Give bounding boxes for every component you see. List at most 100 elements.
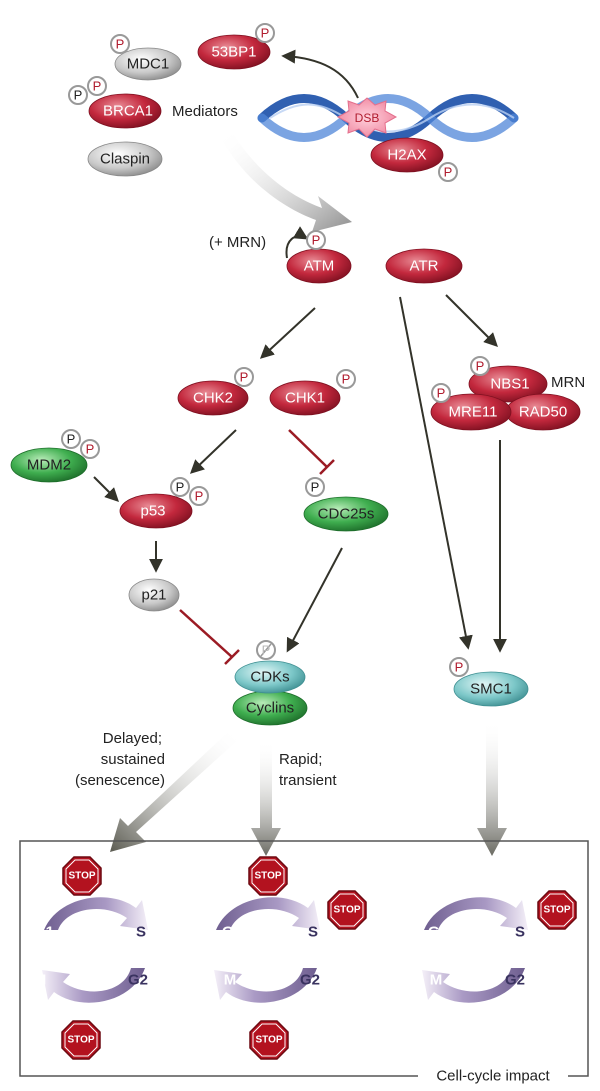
svg-text:MDM2: MDM2: [27, 457, 71, 474]
mrn-complex: NBS1 RAD50 MRE11: [430, 365, 581, 431]
svg-text:p53: p53: [140, 503, 165, 520]
stop-sign-cycle2-g1: STOP: [248, 856, 288, 896]
svg-text:CHK2: CHK2: [193, 390, 233, 407]
phase-g2: G2: [300, 972, 320, 989]
mrn-label: MRN: [551, 374, 585, 391]
protein-p53: p53: [119, 493, 193, 529]
protein-cyclins: Cyclins: [232, 690, 308, 726]
rapid-label-1: Rapid;: [279, 751, 322, 768]
rapid-label-2: transient: [279, 772, 337, 789]
protein-chk2: CHK2: [177, 380, 249, 416]
phospho-brca1-a: P: [68, 85, 88, 105]
arrow-dsb-to-53bp1: [281, 49, 359, 99]
svg-text:P: P: [261, 26, 270, 41]
phase-s: S: [308, 924, 318, 941]
phospho-p53-a: P: [170, 477, 190, 497]
protein-atr: ATR: [385, 248, 463, 284]
protein-53bp1: 53BP1: [197, 34, 271, 70]
protein-claspin: Claspin: [87, 141, 163, 177]
stop-sign-cycle3-s: STOP: [537, 890, 577, 930]
phospho-atm: P: [306, 230, 326, 250]
phospho-h2ax: P: [438, 162, 458, 182]
cell-cycle-2: G1 S G2 M: [214, 897, 320, 1003]
phase-s: S: [136, 924, 146, 941]
dna-double-helix: [257, 94, 519, 142]
arrow-rapid-response: [251, 740, 281, 856]
phospho-p53-b: P: [189, 486, 209, 506]
protein-h2ax: H2AX: [370, 137, 444, 173]
svg-text:P: P: [93, 79, 102, 94]
phospho-mdm2-a: P: [61, 429, 81, 449]
svg-text:P: P: [74, 88, 83, 103]
protein-brca1: BRCA1: [88, 93, 162, 129]
cell-cycle-impact-label: Cell-cycle impact: [436, 1068, 550, 1085]
svg-text:P: P: [240, 370, 249, 385]
mrn-note: (+ MRN): [209, 234, 266, 251]
svg-text:Claspin: Claspin: [100, 151, 150, 168]
protein-smc1: SMC1: [453, 671, 529, 707]
stop-sign-cycle1-g1: STOP: [62, 856, 102, 896]
protein-cdks: CDKs: [234, 660, 306, 694]
phase-g2: G2: [128, 972, 148, 989]
svg-text:P: P: [437, 386, 446, 401]
svg-text:P: P: [444, 165, 453, 180]
svg-text:STOP: STOP: [254, 871, 281, 882]
svg-text:P: P: [476, 359, 485, 374]
phospho-chk2: P: [234, 367, 254, 387]
cell-cycle-3: G1 S G2 M: [422, 897, 528, 1003]
phospho-chk1: P: [336, 369, 356, 389]
phospho-53bp1: P: [255, 23, 275, 43]
phase-g1: G1: [222, 924, 242, 941]
svg-text:p21: p21: [141, 587, 166, 604]
svg-text:STOP: STOP: [68, 871, 95, 882]
phospho-cdc25s: P: [305, 477, 325, 497]
phase-g1: G1: [428, 924, 448, 941]
arrow-smc1-response: [477, 720, 507, 856]
svg-text:P: P: [176, 480, 185, 495]
dephospho-cdks: P: [256, 640, 276, 660]
phospho-brca1-b: P: [87, 76, 107, 96]
phase-s: S: [515, 924, 525, 941]
arrow-mdm2-to-p53: [93, 476, 119, 502]
svg-text:P: P: [342, 372, 351, 387]
svg-text:STOP: STOP: [67, 1035, 94, 1046]
arrow-atr-to-smc1: [399, 296, 473, 650]
protein-mdc1: MDC1: [114, 47, 182, 81]
phase-g2: G2: [505, 972, 525, 989]
phase-g1: G1: [34, 924, 54, 941]
svg-text:P: P: [311, 480, 320, 495]
arrow-chk2-to-p53: [189, 429, 237, 474]
protein-p21: p21: [128, 578, 180, 612]
svg-text:Cyclins: Cyclins: [246, 700, 294, 717]
dsb-burst: DSB: [336, 97, 398, 138]
arrow-autophosphorylation: [285, 226, 309, 259]
svg-text:MDC1: MDC1: [127, 56, 170, 73]
arrow-cdc25s-to-cdks: [286, 547, 343, 653]
arrow-atr-to-mrn: [445, 294, 498, 347]
phospho-mdc1: P: [110, 34, 130, 54]
cell-cycle-impact-box: Cell-cycle impact: [19, 840, 589, 1085]
protein-nbs1: NBS1: [490, 376, 529, 393]
phospho-smc1: P: [449, 657, 469, 677]
inhibition-chk1-to-cdc25s: [288, 429, 335, 475]
phospho-mre11: P: [431, 383, 451, 403]
svg-text:P: P: [312, 233, 321, 248]
svg-text:P: P: [262, 643, 271, 658]
svg-text:STOP: STOP: [333, 905, 360, 916]
protein-mdm2: MDM2: [10, 447, 88, 483]
stop-sign-cycle1-g2: STOP: [61, 1020, 101, 1060]
svg-text:P: P: [67, 432, 76, 447]
stop-sign-cycle2-s: STOP: [327, 890, 367, 930]
delayed-label-1: Delayed;: [103, 730, 162, 747]
protein-mre11: MRE11: [449, 404, 498, 421]
protein-atm: ATM: [286, 248, 352, 284]
svg-text:P: P: [455, 660, 464, 675]
protein-rad50: RAD50: [519, 404, 567, 421]
inhibition-p21-to-cdks: [179, 609, 240, 665]
svg-text:CDKs: CDKs: [250, 669, 289, 686]
protein-cdc25s: CDC25s: [303, 496, 389, 532]
delayed-label-3: (senescence): [75, 772, 165, 789]
cell-cycle-1: G1 S G2 M: [34, 897, 148, 1003]
mediators-arrow: [222, 132, 352, 232]
